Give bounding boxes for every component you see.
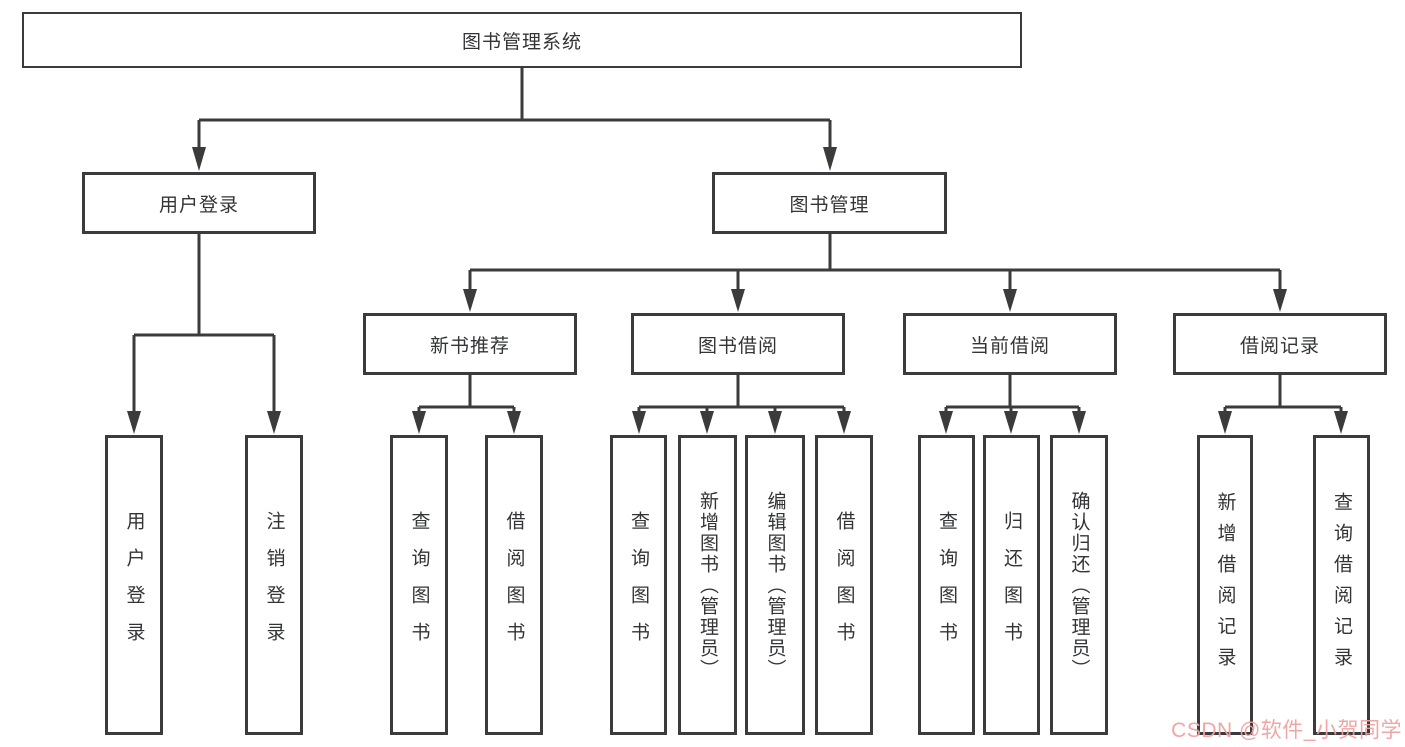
- leaf-query-books-borrow: 查询图书: [610, 435, 667, 735]
- node-book-management: 图书管理: [712, 172, 947, 234]
- node-book-management-label: 图书管理: [789, 194, 870, 216]
- leaf-add-borrow-record-label: 新增借阅记录: [1214, 492, 1236, 678]
- leaf-borrow-books-label: 借阅图书: [833, 511, 855, 659]
- leaf-query-books-borrow-label: 查询图书: [628, 511, 649, 659]
- csdn-watermark: CSDN @软件_小贺同学: [1171, 719, 1402, 742]
- leaf-confirm-return-admin-label: 确认归还（管理员）: [1068, 490, 1090, 680]
- leaf-return-books-label: 归还图书: [1001, 511, 1022, 659]
- leaf-borrow-books-recommend: 借阅图书: [485, 435, 543, 735]
- node-book-borrow: 图书借阅: [631, 313, 845, 375]
- node-new-book-recommend-label: 新书推荐: [429, 335, 510, 357]
- leaf-query-books-recommend: 查询图书: [390, 435, 448, 735]
- leaf-query-books-current: 查询图书: [918, 435, 975, 735]
- leaf-edit-books-admin: 编辑图书（管理员）: [745, 435, 805, 735]
- node-current-borrow: 当前借阅: [903, 313, 1117, 375]
- leaf-logout-label: 注销登录: [263, 511, 285, 659]
- node-new-book-recommend: 新书推荐: [363, 313, 577, 375]
- leaf-borrow-books-recommend-label: 借阅图书: [503, 511, 525, 659]
- leaf-add-books-admin: 新增图书（管理员）: [678, 435, 737, 735]
- leaf-query-borrow-record-label: 查询借阅记录: [1331, 492, 1352, 678]
- node-user-login: 用户登录: [82, 172, 316, 234]
- leaf-query-borrow-record: 查询借阅记录: [1313, 435, 1370, 735]
- leaf-return-books: 归还图书: [983, 435, 1040, 735]
- leaf-edit-books-admin-label: 编辑图书（管理员）: [764, 490, 786, 680]
- node-library-system-label: 图书管理系统: [461, 31, 582, 53]
- leaf-add-borrow-record: 新增借阅记录: [1197, 435, 1253, 735]
- leaf-user-login-label: 用户登录: [123, 511, 145, 659]
- node-library-system: 图书管理系统: [22, 12, 1022, 68]
- node-user-login-label: 用户登录: [158, 194, 239, 216]
- connector-segments: [132, 68, 1343, 413]
- node-book-borrow-label: 图书借阅: [697, 335, 778, 357]
- leaf-confirm-return-admin: 确认归还（管理员）: [1050, 435, 1108, 735]
- leaf-logout: 注销登录: [245, 435, 303, 735]
- node-borrow-record-label: 借阅记录: [1239, 335, 1320, 357]
- leaf-borrow-books: 借阅图书: [815, 435, 873, 735]
- arrowhead-icons: [127, 147, 1348, 434]
- node-current-borrow-label: 当前借阅: [969, 335, 1050, 357]
- leaf-add-books-admin-label: 新增图书（管理员）: [697, 490, 718, 680]
- leaf-query-books-recommend-label: 查询图书: [408, 511, 430, 659]
- leaf-user-login: 用户登录: [105, 435, 163, 735]
- leaf-query-books-current-label: 查询图书: [936, 511, 957, 659]
- node-borrow-record: 借阅记录: [1173, 313, 1387, 375]
